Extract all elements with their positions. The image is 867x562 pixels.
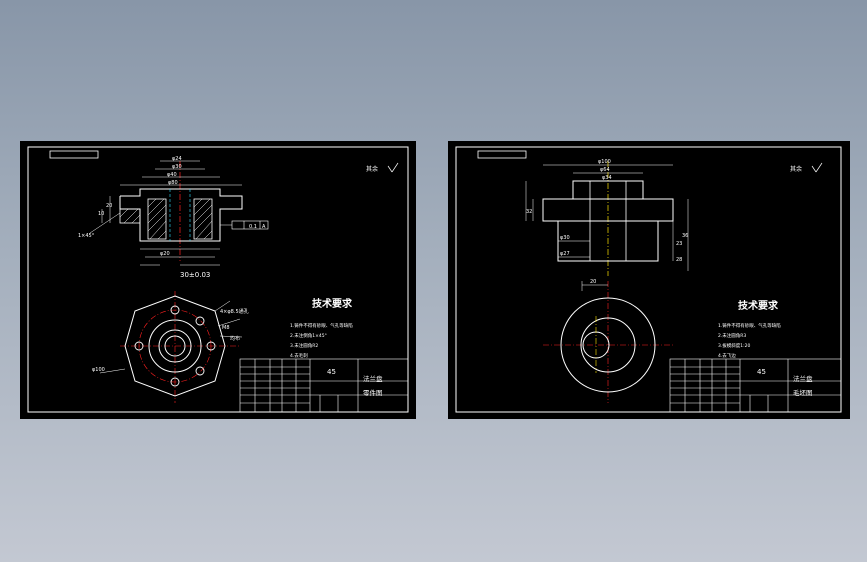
dim-d1: φ100 — [598, 159, 611, 165]
title-drawing-type: 零件图 — [363, 388, 383, 397]
title-material: 45 — [757, 368, 766, 376]
blank-front-view — [543, 281, 673, 403]
dim-side1: 10 — [98, 211, 104, 217]
sheet-border — [455, 146, 842, 413]
title-material: 45 — [327, 368, 336, 376]
front-view — [99, 291, 243, 403]
pitch-note: 均布 — [230, 335, 240, 342]
title-part-name: 法兰盘 — [363, 374, 383, 383]
drawing-sheet-part: 其余 — [20, 141, 416, 419]
tech-item-1: 1.铸件不得有砂眼、气孔等缺陷 — [718, 322, 781, 329]
dim-w1: 20 — [590, 279, 596, 285]
dim-d5: φ27 — [560, 251, 570, 257]
title-part-name: 法兰盘 — [793, 374, 813, 383]
title-block — [669, 358, 842, 413]
tech-title: 技术要求 — [312, 297, 353, 310]
title-block — [239, 358, 409, 413]
drawing-sheet-blank: 其余 φ100 φ64 φ34 φ30 φ27 32 23 36 — [448, 141, 850, 419]
sheet-code-box — [477, 150, 527, 159]
tech-item-1: 1.铸件不得有砂眼、气孔等缺陷 — [290, 322, 353, 329]
dim-h1: 32 — [526, 209, 532, 215]
dim-h3: 23 — [676, 241, 682, 247]
thread-note: M8 — [222, 325, 230, 331]
dim-d2: φ40 — [167, 172, 177, 178]
dim-d5: φ20 — [160, 251, 170, 257]
tech-item-4: 4.去飞边 — [718, 352, 736, 359]
dim-d2: φ64 — [600, 167, 610, 173]
dim-h2: 36 — [682, 233, 688, 239]
section-view — [89, 160, 269, 266]
tech-item-3: 3.拔模斜度1:20 — [718, 342, 751, 349]
tech-item-2: 2.未注圆角R3 — [718, 332, 746, 339]
dim-d4: φ30 — [560, 235, 570, 241]
dim-pcd: φ100 — [92, 367, 105, 373]
part-drawing-canvas: 其余 — [27, 146, 409, 413]
sheet-border — [27, 146, 409, 413]
dim-side2: 20 — [106, 203, 112, 209]
hole-note: 4×φ8.5通孔 — [220, 308, 249, 315]
dim-datum: A — [262, 224, 266, 230]
roughness-mark: 其余 — [790, 165, 802, 173]
tech-item-4: 4.去毛刺 — [290, 352, 308, 359]
dim-d3: φ30 — [172, 164, 182, 170]
sheet-code-box — [49, 150, 99, 159]
title-drawing-type: 毛坯图 — [793, 388, 813, 397]
roughness-mark: 其余 — [366, 165, 378, 173]
blank-drawing-canvas: 其余 φ100 φ64 φ34 φ30 φ27 32 23 36 — [455, 146, 842, 413]
tech-title: 技术要求 — [738, 299, 779, 312]
dim-h4: 28 — [676, 257, 682, 263]
dim-tol: 30±0.03 — [180, 271, 210, 279]
blank-section-view — [525, 161, 689, 276]
dim-flat: 0.1 — [249, 224, 257, 230]
dim-d4: φ24 — [172, 156, 182, 162]
dim-chamfer: 1×45° — [78, 233, 95, 239]
dim-d3: φ34 — [602, 175, 612, 181]
tech-item-2: 2.未注倒角1×45° — [290, 332, 327, 339]
dim-d1: φ80 — [168, 180, 178, 186]
tech-item-3: 3.未注圆角R2 — [290, 342, 318, 349]
